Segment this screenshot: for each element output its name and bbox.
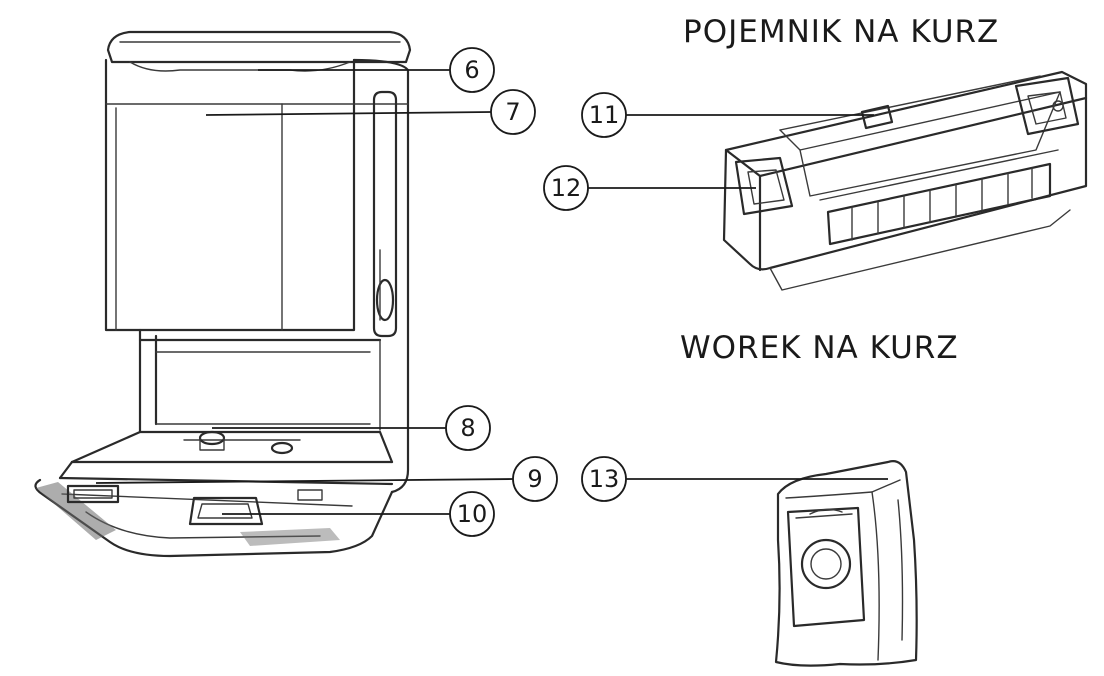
callout-13-label: 13	[589, 465, 620, 493]
callout-8: 8	[212, 405, 491, 451]
callout-6: 6	[258, 47, 495, 93]
callout-9-label: 9	[527, 465, 542, 493]
heading-dust-bag: WOREK NA KURZ	[680, 330, 959, 366]
callout-12: 12	[543, 165, 756, 211]
callout-12-label: 12	[551, 174, 582, 202]
callout-7-label: 7	[505, 98, 520, 126]
callout-10-label: 10	[457, 500, 488, 528]
dust-container	[722, 70, 1088, 291]
callout-11: 11	[581, 92, 874, 138]
callout-9: 9	[95, 456, 558, 502]
callout-6-label: 6	[464, 56, 479, 84]
callout-7: 7	[205, 89, 536, 135]
dust-bag	[774, 460, 918, 667]
callout-8-label: 8	[460, 414, 475, 442]
callout-11-label: 11	[589, 101, 620, 129]
heading-dust-container: POJEMNIK NA KURZ	[683, 14, 1000, 50]
callout-10: 10	[222, 491, 495, 537]
docking-station	[34, 30, 412, 558]
callout-13: 13	[581, 456, 888, 502]
